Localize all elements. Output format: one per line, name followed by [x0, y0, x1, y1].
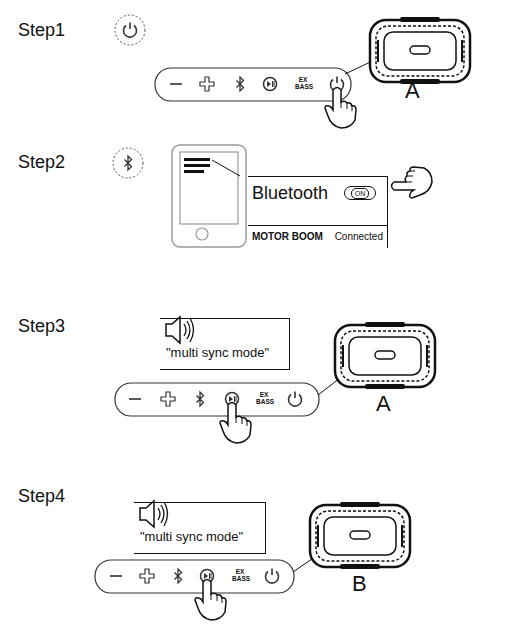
step-title: Step3	[18, 316, 65, 337]
step-title: Step1	[18, 20, 65, 41]
device-name: MOTOR BOOM	[252, 231, 323, 242]
toggle-switch: ON	[344, 186, 376, 200]
announcement-text: "multi sync mode"	[166, 345, 283, 360]
step-title: Step4	[18, 486, 65, 507]
settings-panel: BluetoothMOTOR BOOM Connected ON	[248, 176, 388, 248]
voice-callout: "multi sync mode"	[134, 502, 266, 554]
voice-callout: "multi sync mode"	[160, 318, 290, 370]
speaker-label: B	[352, 571, 367, 597]
button-label: EX BASS	[232, 569, 248, 582]
switch-state: ON	[351, 188, 370, 199]
status-text: Connected	[335, 231, 383, 242]
button-label: EX BASS	[295, 77, 311, 90]
step-title: Step2	[18, 152, 65, 173]
speaker-label: A	[376, 391, 391, 417]
speaker-label: A	[405, 78, 420, 104]
row-divider	[248, 225, 387, 226]
announcement-text: "multi sync mode"	[140, 529, 259, 544]
button-label: EX BASS	[256, 392, 272, 405]
setting-name: Bluetooth	[252, 183, 328, 204]
